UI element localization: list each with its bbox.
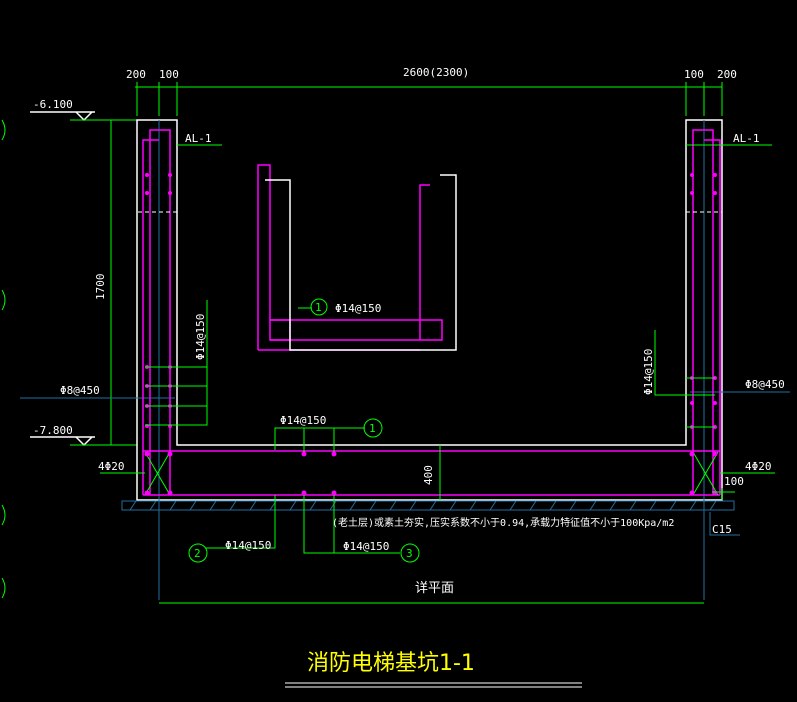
label-rebar-left: Φ14@150 bbox=[194, 314, 207, 360]
svg-text:3: 3 bbox=[406, 547, 413, 560]
rebar-dots bbox=[144, 173, 718, 496]
label-corner-right: 4Φ20 bbox=[745, 460, 772, 473]
dim-height: 1700 bbox=[94, 274, 107, 301]
level-marks bbox=[30, 111, 137, 447]
viewport-edge-marks bbox=[1, 119, 6, 599]
axis-lines bbox=[20, 120, 790, 600]
label-corner-left: 4Φ20 bbox=[98, 460, 125, 473]
dim-100-right: 100 bbox=[684, 68, 704, 81]
marker-3: 3 bbox=[400, 543, 420, 563]
marker-1: 1 bbox=[363, 418, 383, 438]
label-bar2: Φ14@150 bbox=[225, 539, 271, 552]
label-bar3: Φ14@150 bbox=[343, 540, 389, 553]
dim-200-left: 200 bbox=[126, 68, 146, 81]
foundation-note: (老土层)或素土夯实,压实系数不小于0.94,承载力特征值不小于100Kpa/m… bbox=[332, 516, 674, 529]
pit-outline bbox=[136, 119, 723, 501]
level-bottom: -7.800 bbox=[33, 424, 73, 437]
label-rebar-right: Φ14@150 bbox=[642, 349, 655, 395]
drawing-title: 消防电梯基坑1-1 bbox=[307, 651, 475, 676]
label-bar1-detail: Φ14@150 bbox=[335, 302, 381, 315]
dim-right-small: 100 bbox=[724, 475, 744, 488]
label-al-right: AL-1 bbox=[733, 132, 760, 145]
label-bar1: Φ14@150 bbox=[280, 414, 326, 427]
leader-lines bbox=[100, 144, 775, 604]
svg-text:2: 2 bbox=[194, 547, 201, 560]
rebar bbox=[142, 129, 721, 496]
c15-cushion bbox=[121, 500, 735, 511]
svg-text:1: 1 bbox=[315, 301, 322, 314]
label-al-left: AL-1 bbox=[185, 132, 212, 145]
detail-outline bbox=[265, 174, 457, 351]
marker-1-detail: 1 bbox=[310, 298, 328, 316]
see-plan-label: 详平面 bbox=[415, 581, 454, 596]
label-c15: C15 bbox=[712, 523, 732, 536]
svg-text:1: 1 bbox=[369, 422, 376, 435]
corner-ties bbox=[144, 451, 719, 496]
level-top: -6.100 bbox=[33, 98, 73, 111]
top-dimension bbox=[135, 82, 723, 116]
label-stirrup-right: Φ8@450 bbox=[745, 378, 785, 391]
dim-span: 2600(2300) bbox=[403, 66, 469, 79]
label-stirrup-left: Φ8@450 bbox=[60, 384, 100, 397]
dim-100-left: 100 bbox=[159, 68, 179, 81]
dim-200-right: 200 bbox=[717, 68, 737, 81]
marker-2: 2 bbox=[188, 543, 208, 563]
dim-slab: 400 bbox=[422, 465, 435, 485]
